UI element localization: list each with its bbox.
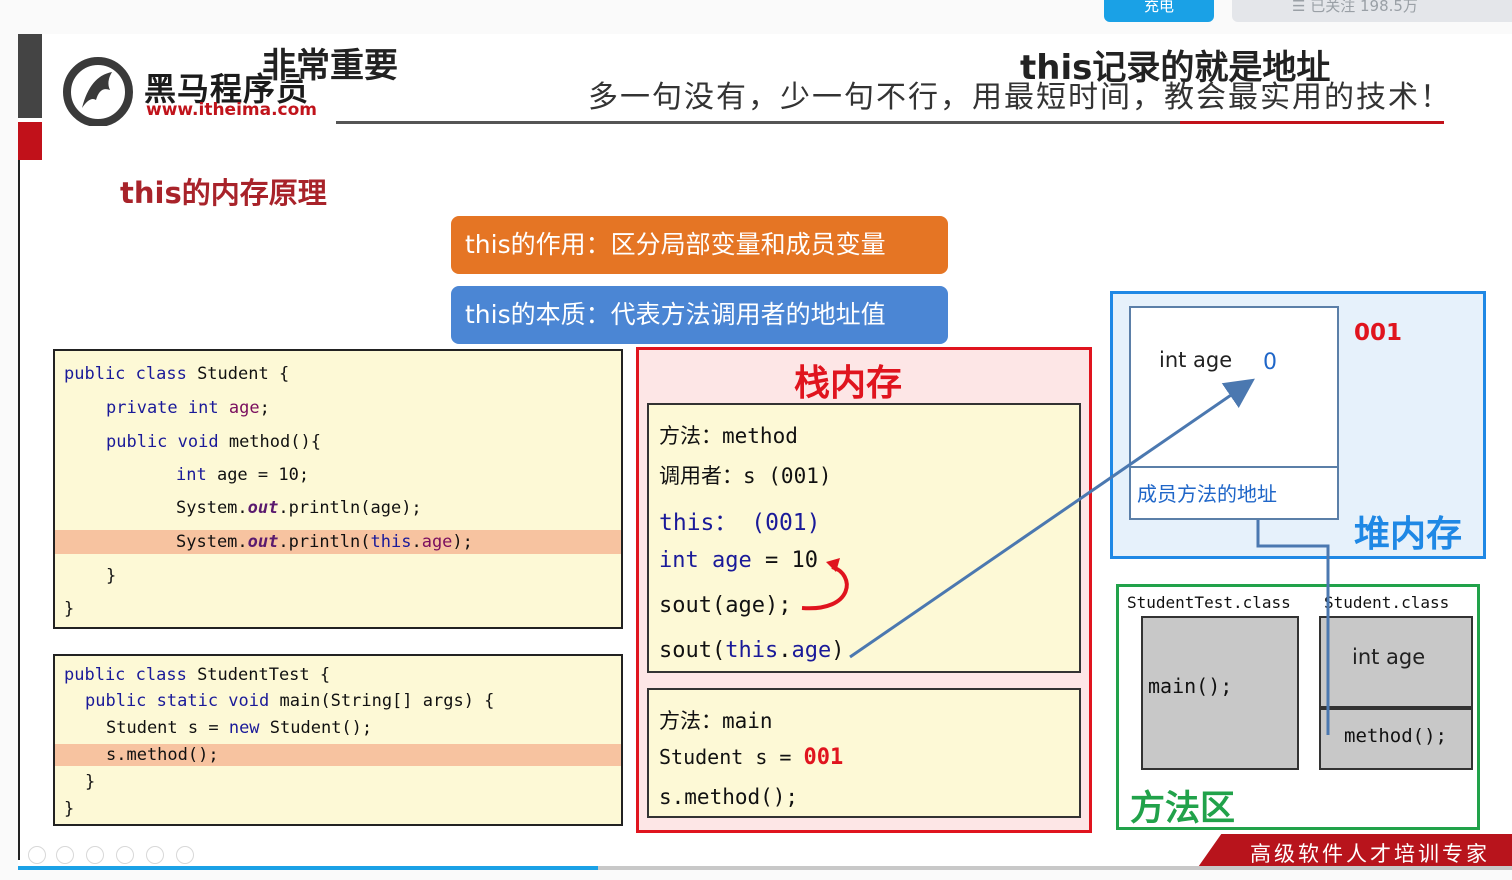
frame-student-s: Student s = 001: [659, 745, 844, 770]
caption-this-note: this记录的就是地址: [1020, 48, 1331, 88]
code-line: Student s = new Student();: [106, 718, 373, 738]
code-line: System.out.println(age);: [176, 498, 422, 518]
slogan: 多一句没有，少一句不行，用最短时间，教会最实用的技术！: [588, 80, 1452, 115]
brand-banner: [1196, 834, 1512, 870]
address-value: 001: [803, 745, 844, 770]
this-role-pill: this的作用：区分局部变量和成员变量: [451, 216, 948, 274]
class-field: int age: [1352, 645, 1426, 669]
code-line: public static void main(String[] args) {: [85, 691, 495, 711]
logo-url: www.itheima.com: [146, 100, 318, 120]
heap-address: 001: [1354, 320, 1403, 346]
prev-icon[interactable]: [28, 846, 46, 864]
progress-fill: [18, 866, 598, 870]
code-line: public class Student {: [64, 364, 290, 384]
slides-icon[interactable]: [116, 846, 134, 864]
code-line: public class StudentTest {: [64, 665, 331, 685]
code-line: System.out.println(this.age);: [176, 532, 473, 552]
stack-title: 栈内存: [794, 363, 903, 404]
more-icon[interactable]: [176, 846, 194, 864]
slogan-divider-red: [1180, 121, 1444, 124]
zoom-icon[interactable]: [146, 846, 164, 864]
frame-method: 方法：method: [659, 424, 798, 448]
this-age-arrow: [849, 378, 1255, 659]
student-code-box: [53, 349, 623, 629]
frame-sout-age: sout(age);: [659, 593, 792, 618]
code-line: }: [106, 566, 117, 586]
follow-button[interactable]: ☰ 已关注 198.5万: [1232, 0, 1512, 22]
pen-icon[interactable]: [86, 846, 104, 864]
heap-method-address: 成员方法的地址: [1137, 482, 1277, 506]
progress-bar[interactable]: [18, 866, 1512, 870]
highlight-line: [55, 530, 621, 554]
heap-field-label: int age: [1159, 348, 1233, 372]
frame-this: this： (001): [659, 503, 821, 537]
code-line: s.method();: [106, 745, 219, 765]
slide-accent-bar: [18, 34, 42, 118]
local-age-arrow: [801, 565, 849, 611]
code-line: int age = 10;: [176, 465, 310, 485]
caption-important: 非常重要: [262, 46, 398, 86]
method-stack-frame: [647, 403, 1081, 673]
slogan-divider: [336, 121, 1444, 124]
charge-button[interactable]: 充电: [1104, 0, 1214, 22]
this-label: this：: [659, 510, 738, 536]
test-class-box: [1141, 616, 1299, 770]
code-line: }: [64, 799, 75, 819]
frame-sout-this: sout(this.age): [659, 638, 845, 663]
heap-field-value: 0: [1263, 350, 1277, 375]
brand-banner-text: 高级软件人才培训专家: [1250, 842, 1490, 866]
main-stack-frame: [647, 688, 1081, 818]
section-title: this的内存原理: [120, 176, 327, 210]
student-method: method();: [1344, 725, 1447, 747]
frame-call: s.method();: [659, 785, 799, 809]
test-class-label: StudentTest.class: [1127, 593, 1291, 612]
code-line: public void method(){: [106, 432, 321, 452]
frame-main: 方法：main: [659, 709, 773, 733]
student-class-label: Student.class: [1324, 593, 1450, 612]
horse-logo-icon: [63, 57, 133, 126]
back-icon[interactable]: [56, 846, 74, 864]
frame-caller: 调用者：s (001): [659, 464, 832, 488]
this-nature-pill: this的本质：代表方法调用者的地址值: [451, 286, 948, 344]
slide-left-border: [18, 160, 20, 860]
code-line: private int age;: [106, 398, 270, 418]
this-value: (001): [751, 510, 821, 536]
student-test-code-box: [53, 654, 623, 826]
code-line: }: [64, 599, 75, 619]
heap-title: 堆内存: [1354, 514, 1463, 555]
highlight-line: [55, 744, 621, 766]
frame-int-age: int age = 10: [659, 548, 818, 573]
slide-accent-bar-red: [18, 122, 42, 160]
code-line: }: [85, 772, 96, 792]
main-method: main();: [1148, 674, 1233, 698]
logo-name: 黑马程序员: [144, 70, 310, 108]
student-method-box: [1319, 708, 1473, 770]
method-link-line: [1256, 520, 1330, 735]
heap-object-divider: [1129, 466, 1339, 468]
heap-object: [1129, 306, 1339, 520]
student-class-box: [1319, 616, 1473, 708]
method-area-title: 方法区: [1130, 789, 1236, 829]
